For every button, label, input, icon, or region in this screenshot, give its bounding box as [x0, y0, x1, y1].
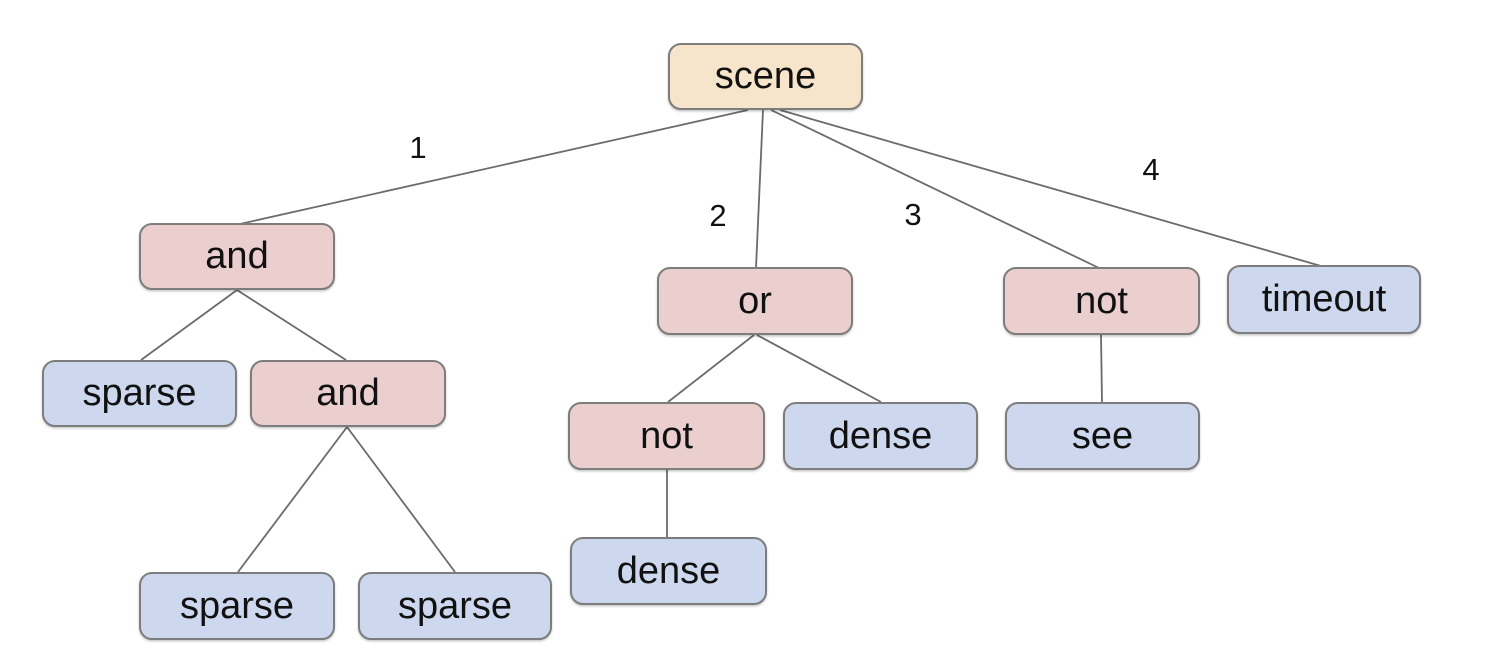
- edge-scene-not: [770, 109, 1100, 269]
- edge-scene-and: [239, 109, 749, 225]
- edge-not-see: [1100, 334, 1103, 403]
- edge-or-dense: [756, 334, 882, 403]
- node-sparse: sparse: [42, 360, 237, 427]
- edge-label-2: 2: [709, 198, 727, 233]
- node-and-inner: and: [250, 360, 446, 427]
- edge-label-3: 3: [904, 197, 922, 232]
- node-see: see: [1005, 402, 1200, 470]
- node-dense: dense: [783, 402, 978, 470]
- node-sparse-bottom-left: sparse: [139, 572, 335, 640]
- edge-or-not2: [667, 334, 755, 403]
- node-dense-bottom: dense: [570, 537, 767, 605]
- node-and: and: [139, 223, 335, 290]
- edge-label-1: 1: [409, 130, 427, 165]
- edge-and2-sparse2: [237, 426, 348, 573]
- node-not: not: [1003, 267, 1200, 335]
- edge-and-and: [236, 289, 347, 361]
- edge-and2-sparse3: [346, 426, 456, 573]
- node-scene: scene: [668, 43, 863, 110]
- edge-and-sparse: [140, 289, 238, 361]
- node-not-inner: not: [568, 402, 765, 470]
- edge-scene-timeout: [779, 109, 1322, 267]
- edge-label-4: 4: [1142, 152, 1160, 187]
- node-sparse-bottom-right: sparse: [358, 572, 552, 640]
- node-timeout: timeout: [1227, 265, 1421, 334]
- node-or: or: [657, 267, 853, 335]
- edge-scene-or: [755, 109, 764, 269]
